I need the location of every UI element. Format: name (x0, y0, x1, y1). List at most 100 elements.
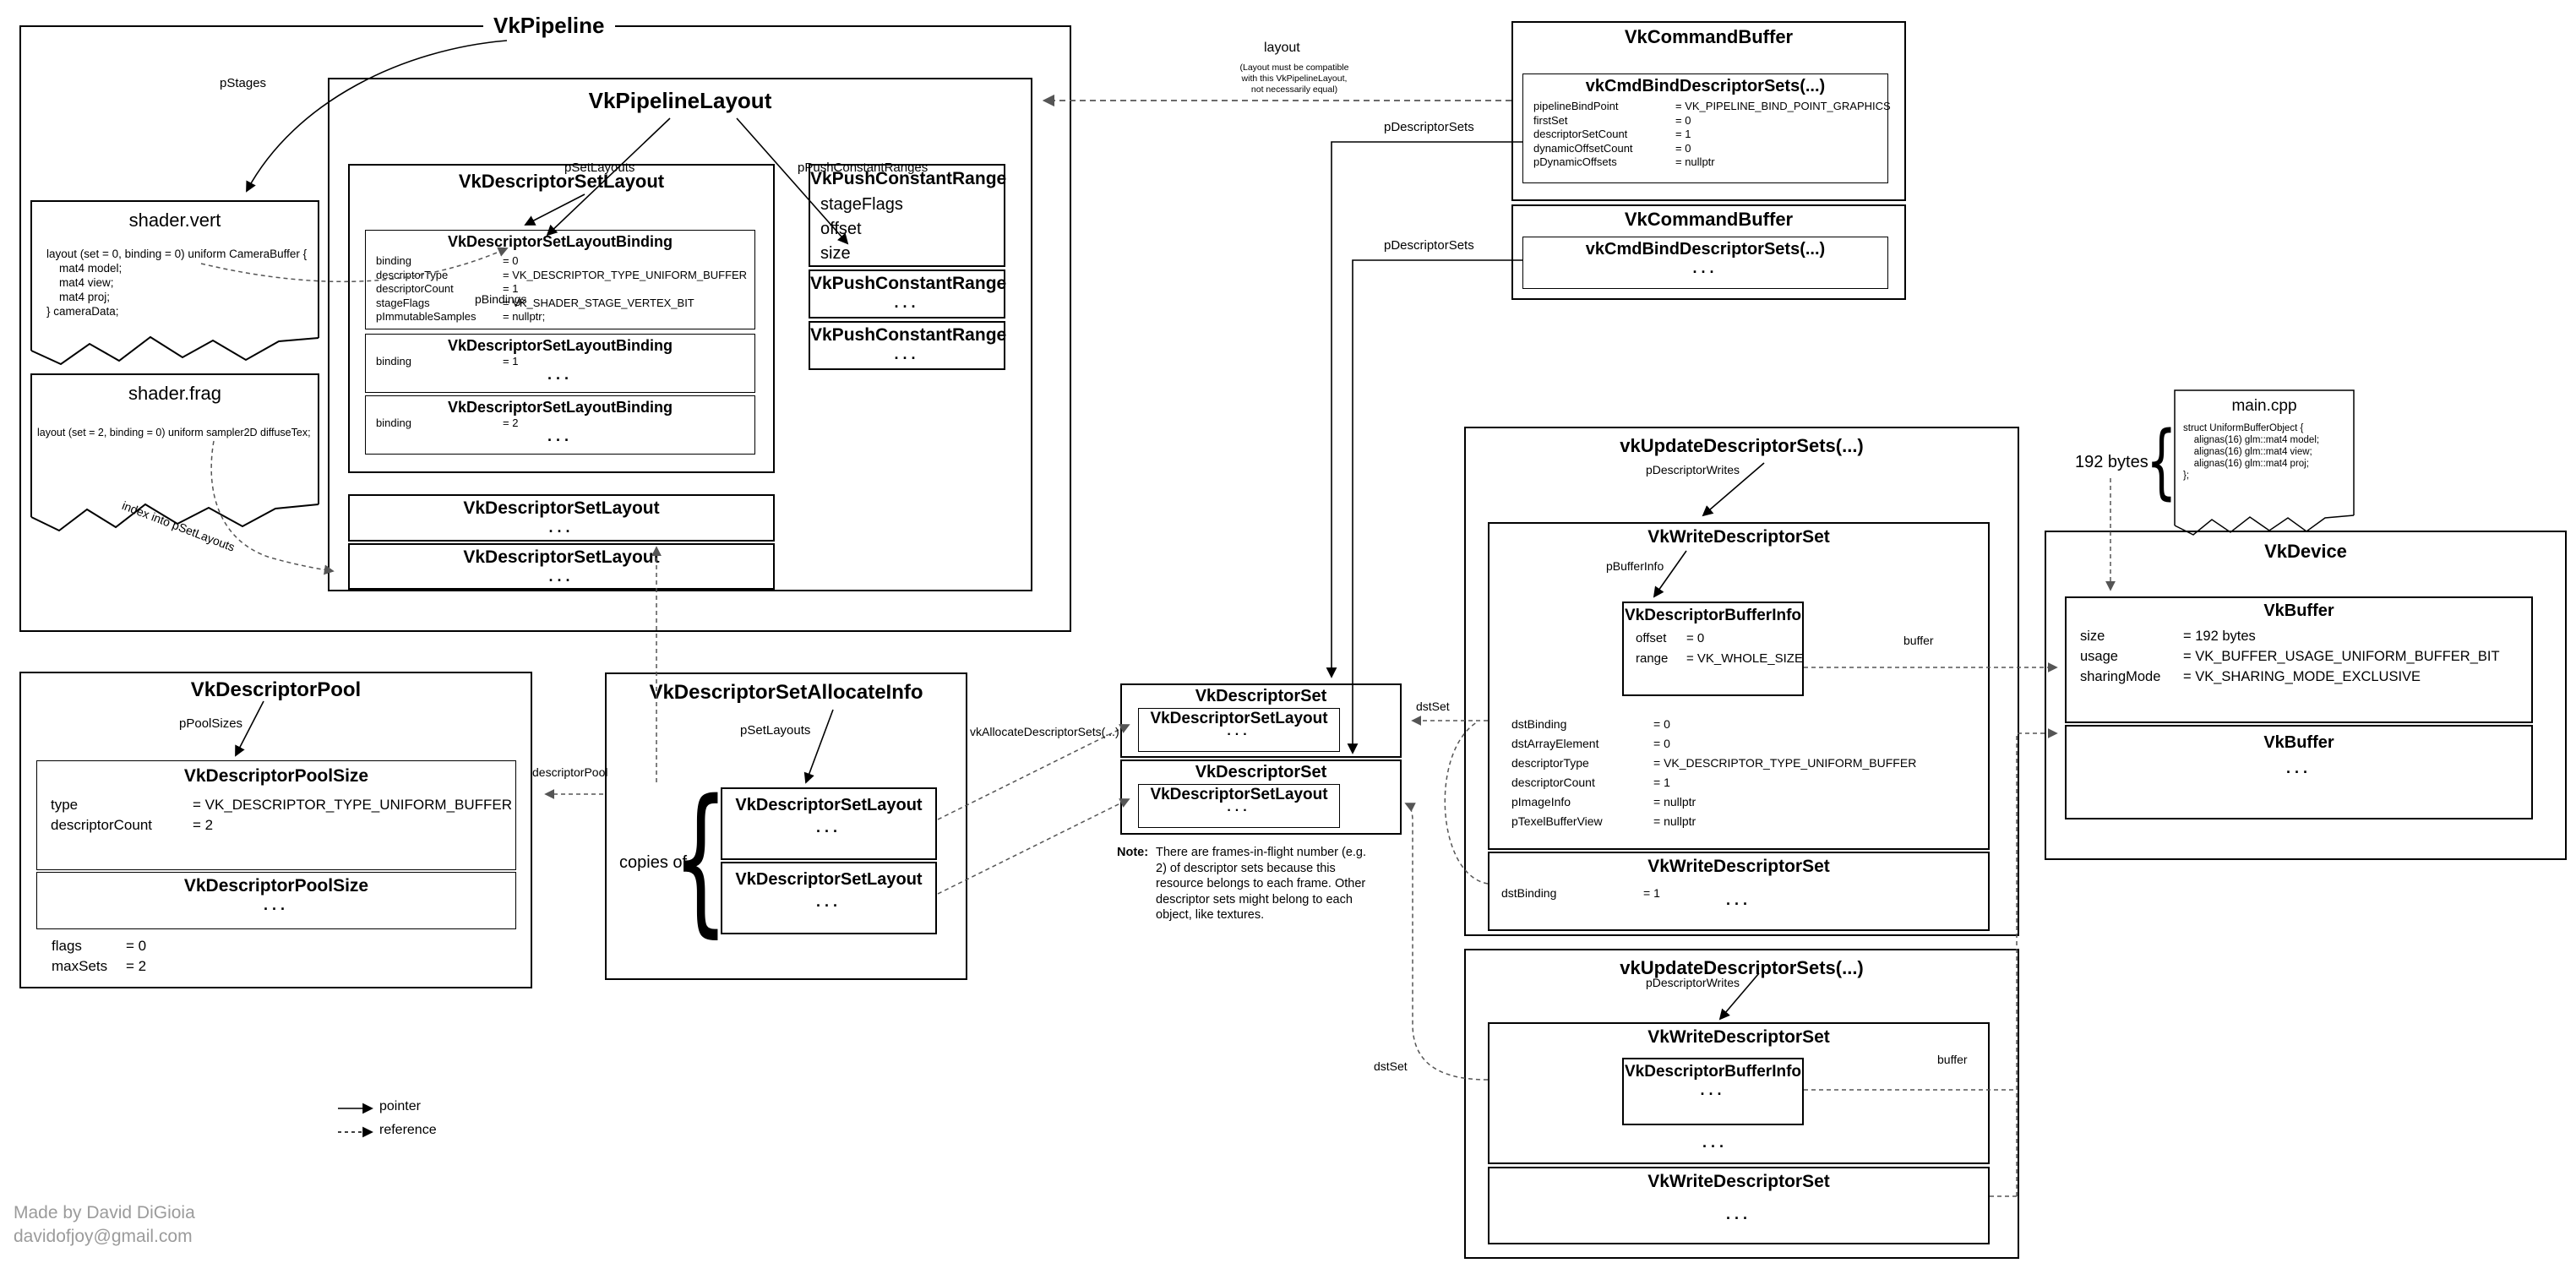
bufferinfo3-ellipsis: ... (1700, 1081, 1726, 1098)
ppushconstantranges-label: pPushConstantRanges (798, 161, 929, 175)
vkdescriptorbufferinfo1-box: VkDescriptorBufferInfo offset= 0 range= … (1622, 602, 1804, 696)
cmdbind1-row: firstSet= 0 (1533, 113, 1691, 127)
poolsize2-ellipsis: ... (263, 896, 289, 913)
psetlayouts-label: pSetLayouts (564, 161, 635, 175)
bytes-brace: { (2146, 414, 2177, 509)
alloc-row2-title: VkDescriptorSetLayout (735, 870, 923, 889)
shader-frag-code: layout (set = 2, binding = 0) uniform sa… (37, 427, 311, 438)
cmdbind1-row: descriptorSetCount= 1 (1533, 128, 1691, 140)
descriptorset1-ellipsis: ... (1227, 724, 1251, 738)
credit-name: Made by David DiGioia (14, 1203, 195, 1222)
poolsize1-row: type= VK_DESCRIPTOR_TYPE_UNIFORM_BUFFER (51, 797, 513, 813)
write2-ellipsis: ... (1725, 891, 1751, 908)
commandbuffer1-title: VkCommandBuffer (1624, 26, 1794, 47)
cmdbind1-row: pDynamicOffsets= nullptr (1533, 155, 1715, 168)
bufferinfo3-title: VkDescriptorBufferInfo (1624, 1063, 1802, 1081)
cmdbind1-row: pipelineBindPoint= VK_PIPELINE_BIND_POIN… (1533, 100, 1891, 112)
pdescriptorwrites1-label: pDescriptorWrites (1646, 463, 1740, 476)
pdescriptorwrites2-label: pDescriptorWrites (1646, 976, 1740, 989)
vkpushconstantrange1-box: VkPushConstantRange stageFlags offset si… (809, 164, 1007, 267)
vkbuffer2-box: VkBuffer ... (2065, 725, 2533, 819)
note-body: There are frames-in-flight number (e.g. … (1156, 846, 1367, 922)
vkdescriptorsetlayoutbinding2-box: VkDescriptorSetLayoutBinding binding= 1 … (365, 334, 755, 393)
binding2-ellipsis: ... (547, 365, 573, 383)
bufferinfo1-row: range= VK_WHOLE_SIZE (1636, 651, 1803, 666)
copies-of-brace: { (673, 765, 729, 952)
vkpipelinelayout-title: VkPipelineLayout (588, 88, 772, 113)
buffer1-label: buffer (1903, 634, 1934, 647)
binding1-title: VkDescriptorSetLayoutBinding (447, 233, 673, 250)
note-label: Note: (1117, 846, 1149, 859)
alloc-psetlayouts-label: pSetLayouts (740, 723, 811, 738)
descriptorpool-label: descriptorPool (532, 765, 608, 779)
binding1-row: stageFlags= VK_SHADER_STAGE_VERTEX_BIT (376, 296, 694, 309)
vkdescriptorsetlayout-row1-box: VkDescriptorSetLayout ... (348, 494, 775, 542)
pstages-label: pStages (220, 76, 267, 90)
descriptorset1-layout-title: VkDescriptorSetLayout (1150, 710, 1328, 727)
pdescriptorsets1-label: pDescriptorSets (1384, 120, 1474, 134)
legend-pointer-label: pointer (379, 1099, 421, 1113)
ppoolsizes-label: pPoolSizes (179, 716, 243, 731)
maincpp-code: struct UniformBufferObject { alignas(16)… (2183, 423, 2320, 481)
buffer2-ellipsis: ... (2285, 760, 2312, 776)
alloc-row2-ellipsis: ... (815, 893, 841, 910)
vkpushconstantrange3-box: VkPushConstantRange ... (809, 321, 1006, 370)
cmdbind2-title: vkCmdBindDescriptorSets(...) (1585, 240, 1826, 259)
shader-vert-title: shader.vert (128, 210, 221, 231)
binding1-row: descriptorType= VK_DESCRIPTOR_TYPE_UNIFO… (376, 268, 748, 281)
copies-of-label: copies of (619, 853, 688, 872)
pbufferinfo1-label: pBufferInfo (1606, 559, 1664, 573)
alloc-row1-title: VkDescriptorSetLayout (735, 796, 923, 814)
descriptorset2-ellipsis: ... (1227, 800, 1251, 814)
vkallocatedescriptorsets-label: vkAllocateDescriptorSets(...) (970, 725, 1119, 738)
bufferinfo1-title: VkDescriptorBufferInfo (1624, 607, 1802, 624)
dstset2-label: dstSet (1374, 1059, 1408, 1073)
vkpushconstantrange2-box: VkPushConstantRange ... (809, 270, 1007, 318)
push2-title: VkPushConstantRange (810, 274, 1007, 293)
dsl-row1-ellipsis: ... (548, 519, 575, 536)
dsl-row2-ellipsis: ... (548, 568, 575, 585)
poolsize1-title: VkDescriptorPoolSize (183, 766, 369, 786)
vkbuffer1-row: size= 192 bytes (2080, 629, 2256, 644)
descriptorset1-title: VkDescriptorSet (1195, 687, 1327, 705)
push1-title: VkPushConstantRange (810, 169, 1007, 188)
binding2-row: binding= 1 (376, 355, 519, 368)
vkdescriptorpool-title: VkDescriptorPool (190, 678, 362, 701)
binding2-title: VkDescriptorSetLayoutBinding (447, 337, 673, 354)
credit-email: davidofjoy@gmail.com (14, 1227, 193, 1246)
vkcmdbinddescriptorsets2-box: vkCmdBindDescriptorSets(...) ... (1522, 237, 1888, 289)
vkdescriptorsetlayoutbinding3-box: VkDescriptorSetLayoutBinding binding= 2 … (365, 395, 755, 455)
vkdescriptorpoolsize1-box: VkDescriptorPoolSize type= VK_DESCRIPTOR… (36, 760, 516, 870)
vkdescriptorsetlayout-title: VkDescriptorSetLayout (458, 171, 665, 192)
binding1-row: descriptorCount= 1 (376, 282, 519, 295)
vkdescriptorset1-layout-box: VkDescriptorSetLayout ... (1138, 708, 1340, 752)
layout-label: layout (1264, 41, 1300, 55)
pool-fields: flags= 0 maxSets= 2 (52, 938, 147, 974)
poolsize2-title: VkDescriptorPoolSize (183, 876, 369, 896)
binding3-ellipsis: ... (547, 427, 573, 444)
bytes-label: 192 bytes (2075, 453, 2148, 471)
binding1-row: binding= 0 (376, 254, 519, 267)
cmdbind1-title: vkCmdBindDescriptorSets(...) (1585, 77, 1826, 95)
alloc-dsl-row2-box: VkDescriptorSetLayout ... (721, 862, 937, 934)
alloc-row1-ellipsis: ... (815, 819, 841, 836)
legend-reference-label: reference (379, 1123, 437, 1137)
write3-ellipsis: ... (1702, 1134, 1728, 1151)
vkbuffer1-row: usage= VK_BUFFER_USAGE_UNIFORM_BUFFER_BI… (2080, 649, 2500, 664)
binding3-title: VkDescriptorSetLayoutBinding (447, 399, 673, 416)
vkcmdbinddescriptorsets1-box: vkCmdBindDescriptorSets(...) pipelineBin… (1522, 74, 1891, 183)
descriptorset2-layout-title: VkDescriptorSetLayout (1150, 786, 1328, 803)
pdescriptorsets2-label: pDescriptorSets (1384, 238, 1474, 253)
cmdbind2-ellipsis: ... (1692, 259, 1718, 276)
vkdescriptorsetlayoutbinding1-box: VkDescriptorSetLayoutBinding binding= 0 … (365, 230, 755, 329)
vkwritedescriptorset2-box: VkWriteDescriptorSet dstBinding= 1 ... (1488, 852, 1990, 931)
buffer2-title: VkBuffer (2263, 733, 2334, 752)
binding3-row: binding= 2 (376, 416, 519, 429)
shader-vert-code: layout (set = 0, binding = 0) uniform Ca… (46, 248, 308, 318)
write2-row: dstBinding= 1 (1501, 886, 1660, 900)
layout-note: (Layout must be compatible with this VkP… (1239, 63, 1349, 95)
write4-ellipsis: ... (1725, 1206, 1751, 1222)
shader-frag-title: shader.frag (128, 383, 222, 404)
bufferinfo1-row: offset= 0 (1636, 631, 1705, 645)
push2-ellipsis: ... (894, 294, 920, 311)
